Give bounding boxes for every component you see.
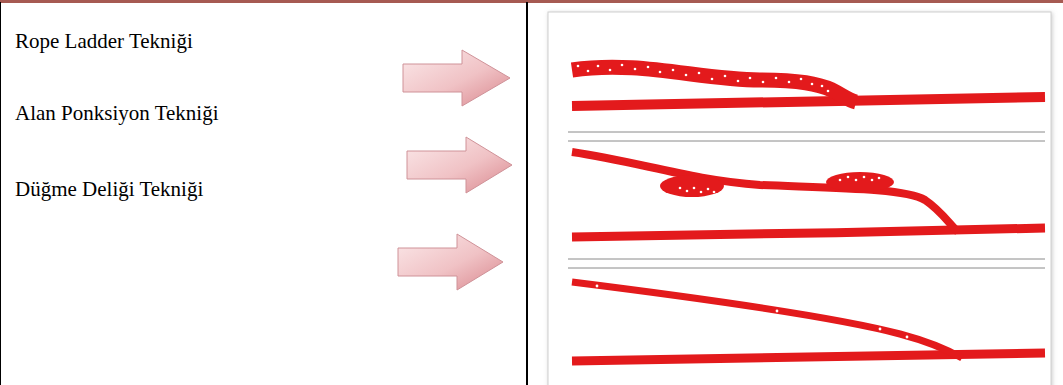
left-border xyxy=(0,2,1,385)
separator-line xyxy=(568,268,1045,269)
technique-label: Rope Ladder Tekniği xyxy=(15,28,193,54)
block-arrow xyxy=(403,50,510,106)
separator-line xyxy=(568,259,1045,260)
puncture-area xyxy=(826,172,894,192)
picture-panel xyxy=(548,12,1051,385)
artery xyxy=(572,353,1045,361)
fistula-area-puncture xyxy=(572,152,1045,237)
fistula-rope-ladder xyxy=(572,64,1045,106)
block-arrow xyxy=(398,234,503,290)
block-arrow xyxy=(403,50,510,106)
separator-line xyxy=(568,141,1045,142)
artery xyxy=(572,97,1045,106)
fistula-buttonhole xyxy=(572,282,1045,361)
separator-line xyxy=(568,132,1045,133)
puncture-dots xyxy=(679,176,881,194)
technique-label: Düğme Deliği Tekniği xyxy=(15,176,203,202)
top-border xyxy=(0,0,1063,3)
artery xyxy=(572,228,1045,237)
puncture-dots xyxy=(596,285,909,339)
vein xyxy=(572,67,856,102)
block-arrow xyxy=(407,137,512,193)
vein xyxy=(572,152,958,232)
block-arrow xyxy=(398,234,503,290)
vein xyxy=(572,282,962,358)
column-divider xyxy=(526,2,528,385)
block-arrow xyxy=(407,137,512,193)
puncture-dots xyxy=(577,64,830,93)
technique-label: Alan Ponksiyon Tekniği xyxy=(15,100,218,126)
puncture-area xyxy=(660,175,724,197)
